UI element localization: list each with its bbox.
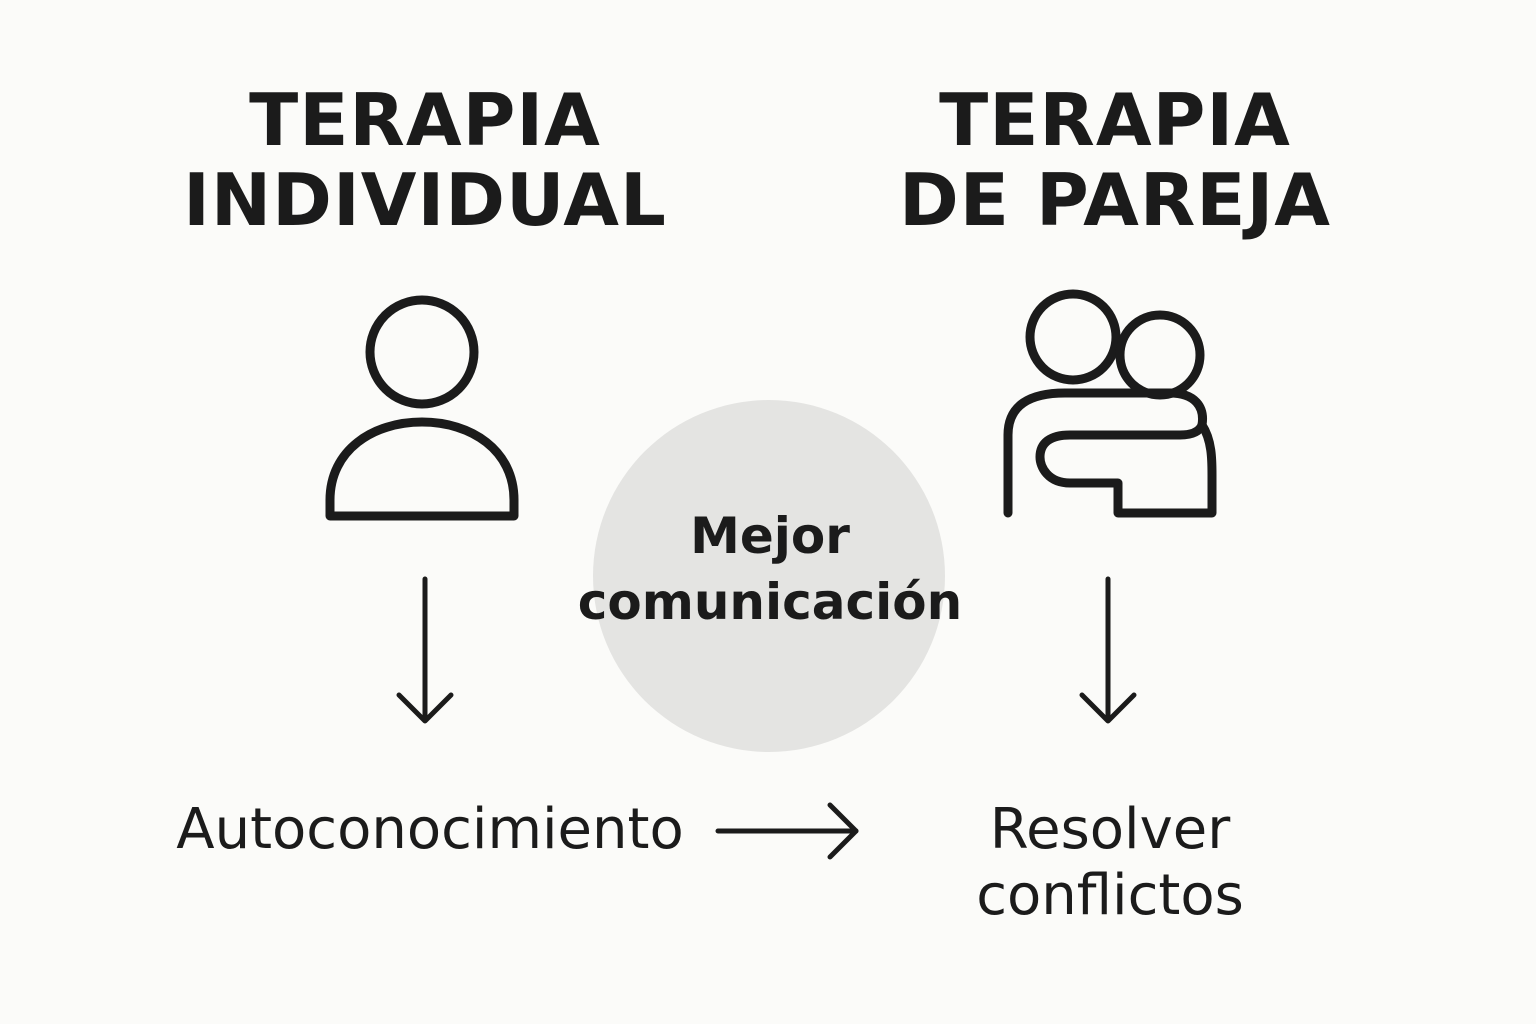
individual-therapy-title: TERAPIA INDIVIDUAL	[140, 80, 710, 240]
individual-therapy-title-line2: INDIVIDUAL	[183, 158, 667, 242]
couples-therapy-title-line1: TERAPIA	[939, 78, 1291, 162]
arrow-right-icon	[715, 802, 859, 860]
center-circle	[593, 400, 945, 752]
outcome-self-knowledge: Autoconocimiento	[176, 797, 684, 862]
outcome-resolve-conflicts: Resolver conflictos	[900, 797, 1320, 929]
center-label: Mejor comunicación	[540, 503, 1000, 635]
couple-hug-icon	[1003, 289, 1217, 518]
center-label-line2: comunicación	[577, 573, 963, 631]
outcome-resolve-conflicts-line1: Resolver	[989, 797, 1231, 862]
person-icon	[325, 295, 519, 521]
center-label-line1: Mejor	[690, 507, 850, 565]
couples-therapy-title-line2: DE PAREJA	[898, 158, 1332, 242]
couples-therapy-title: TERAPIA DE PAREJA	[830, 80, 1400, 240]
arrow-down-right-icon	[1079, 576, 1137, 724]
outcome-resolve-conflicts-line2: conflictos	[976, 863, 1244, 928]
arrow-down-left-icon	[396, 576, 454, 724]
individual-therapy-title-line1: TERAPIA	[249, 78, 601, 162]
